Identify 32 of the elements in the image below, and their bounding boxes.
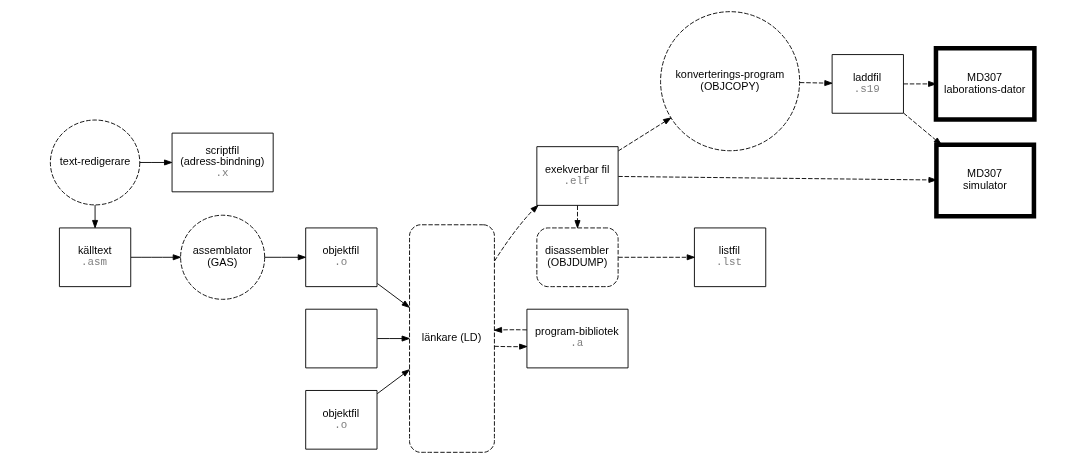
node-box bbox=[305, 308, 378, 369]
node-box: objektfil .o bbox=[305, 227, 378, 288]
node-box: exekverbar fil .elf bbox=[536, 146, 619, 206]
arrow bbox=[92, 204, 99, 229]
arrow bbox=[903, 80, 937, 87]
arrow bbox=[617, 254, 695, 261]
node-box: källtext .asm bbox=[58, 227, 132, 288]
arrow bbox=[493, 343, 528, 350]
node-box: objektfil .o bbox=[305, 390, 378, 450]
node-box: scriptfil (adress-bindning) .x bbox=[171, 132, 274, 193]
node-circle: text-redigerare bbox=[49, 119, 141, 206]
arrow bbox=[494, 204, 539, 262]
node-box: MD307 laborations-dator bbox=[933, 46, 1037, 122]
arrow bbox=[903, 112, 942, 145]
arrow bbox=[376, 369, 410, 395]
arrow bbox=[376, 335, 410, 342]
arrow bbox=[617, 117, 672, 152]
node-box: länkare (LD) bbox=[409, 224, 495, 453]
arrow bbox=[264, 254, 306, 261]
arrow bbox=[617, 176, 937, 183]
arrow bbox=[130, 254, 181, 261]
arrow bbox=[574, 205, 581, 229]
node-box: MD307 simulator bbox=[934, 142, 1037, 219]
arrow bbox=[493, 326, 528, 333]
arrow bbox=[139, 159, 173, 166]
node-box: program-bibliotek .a bbox=[526, 308, 629, 369]
node-box: listfil .lst bbox=[693, 227, 767, 288]
arrow bbox=[799, 80, 833, 87]
node-box: laddfil .s19 bbox=[831, 54, 904, 114]
arrow bbox=[376, 283, 410, 308]
node-box: disassembler (OBJDUMP) bbox=[536, 227, 619, 288]
node-circle: assemblator (GAS) bbox=[180, 214, 266, 300]
